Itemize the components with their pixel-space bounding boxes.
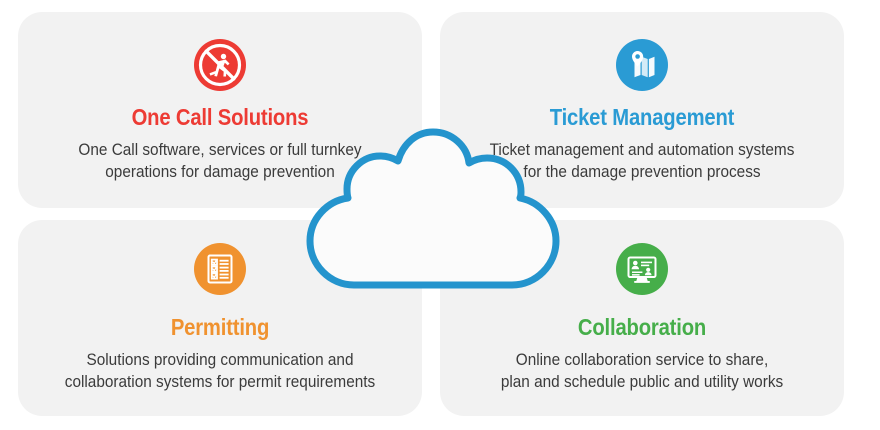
card-description-line-2: plan and schedule public and utility wor… <box>500 372 784 391</box>
card-description: Ticket management and automation systems… <box>454 140 830 184</box>
card-one-call-solutions[interactable]: One Call Solutions One Call software, se… <box>18 12 422 208</box>
card-description-line-2: for the damage prevention process <box>523 162 761 181</box>
card-title: Permitting <box>170 314 270 340</box>
card-description: Solutions providing communication and co… <box>32 350 408 394</box>
card-description: One Call software, services or full turn… <box>32 140 408 184</box>
card-title: Collaboration <box>577 314 707 340</box>
card-ticket-management[interactable]: Ticket Management Ticket management and … <box>440 12 844 208</box>
checklist-icon <box>193 242 247 296</box>
card-description-line-2: operations for damage prevention <box>105 162 335 181</box>
card-description-line-1: Ticket management and automation systems <box>489 141 795 159</box>
card-description-line-2: collaboration systems for permit require… <box>64 372 376 391</box>
card-description-line-1: One Call software, services or full turn… <box>78 141 362 159</box>
card-description: Online collaboration service to share, p… <box>454 350 830 394</box>
card-title: Ticket Management <box>549 104 735 130</box>
card-description-line-1: Solutions providing communication and <box>86 351 354 369</box>
no-digging-prohibition-icon <box>193 38 247 92</box>
card-title: One Call Solutions <box>131 104 309 130</box>
monitor-people-icon <box>615 242 669 296</box>
map-pin-icon <box>615 38 669 92</box>
card-permitting[interactable]: Permitting Solutions providing communica… <box>18 220 422 416</box>
card-collaboration[interactable]: Collaboration Online collaboration servi… <box>440 220 844 416</box>
card-description-line-1: Online collaboration service to share, <box>515 351 769 369</box>
